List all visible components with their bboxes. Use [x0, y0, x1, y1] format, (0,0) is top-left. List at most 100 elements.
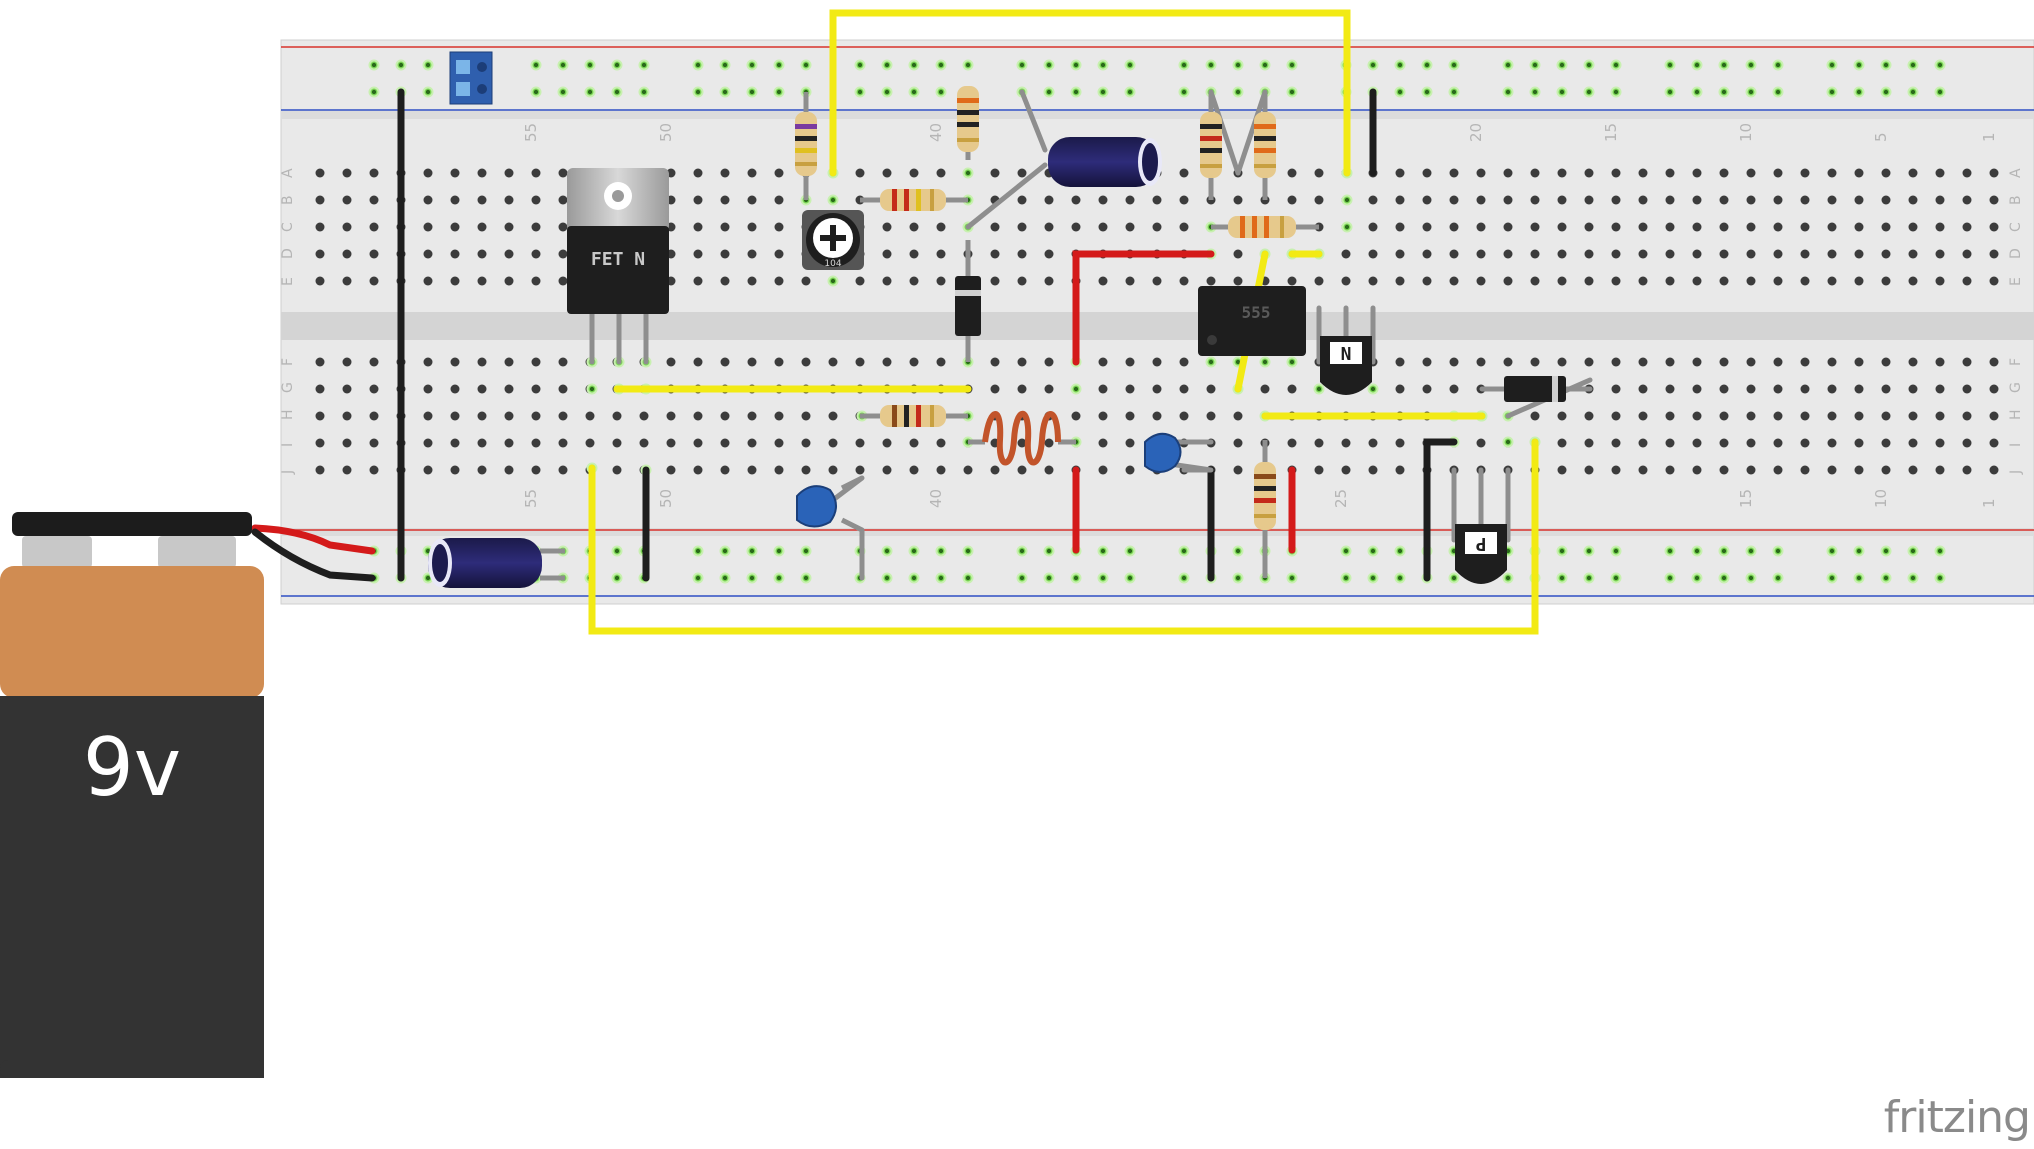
breadboard-hole[interactable] [990, 357, 1000, 367]
breadboard-hole[interactable] [450, 168, 460, 178]
breadboard-hole[interactable] [1017, 357, 1027, 367]
breadboard-hole[interactable] [801, 465, 811, 475]
breadboard-hole[interactable] [1341, 249, 1351, 259]
breadboard-hole[interactable] [801, 411, 811, 421]
breadboard-hole[interactable] [1530, 276, 1540, 286]
breadboard-hole[interactable] [1125, 438, 1135, 448]
breadboard-hole[interactable] [1206, 276, 1216, 286]
breadboard-hole[interactable] [1530, 195, 1540, 205]
breadboard-hole[interactable] [828, 411, 838, 421]
breadboard-hole[interactable] [639, 411, 649, 421]
breadboard-hole[interactable] [504, 411, 514, 421]
breadboard-hole[interactable] [423, 222, 433, 232]
breadboard-hole[interactable] [1179, 411, 1189, 421]
breadboard-hole[interactable] [1557, 249, 1567, 259]
breadboard-hole[interactable] [1773, 276, 1783, 286]
breadboard-hole[interactable] [855, 168, 865, 178]
breadboard-hole[interactable] [1530, 357, 1540, 367]
breadboard-hole[interactable] [1287, 195, 1297, 205]
breadboard-hole[interactable] [531, 222, 541, 232]
breadboard-hole[interactable] [1746, 357, 1756, 367]
breadboard-hole[interactable] [1611, 438, 1621, 448]
breadboard-hole[interactable] [1017, 438, 1027, 448]
resistor[interactable] [860, 405, 968, 427]
breadboard-hole[interactable] [1422, 249, 1432, 259]
breadboard-hole[interactable] [477, 222, 487, 232]
breadboard-hole[interactable] [1800, 222, 1810, 232]
breadboard-hole[interactable] [990, 384, 1000, 394]
breadboard-hole[interactable] [1152, 357, 1162, 367]
breadboard-hole[interactable] [1125, 465, 1135, 475]
breadboard-hole[interactable] [1611, 249, 1621, 259]
breadboard-hole[interactable] [612, 411, 622, 421]
breadboard-hole[interactable] [1017, 195, 1027, 205]
breadboard-hole[interactable] [1557, 195, 1567, 205]
breadboard-hole[interactable] [315, 465, 325, 475]
breadboard-hole[interactable] [1908, 465, 1918, 475]
breadboard-hole[interactable] [1935, 195, 1945, 205]
breadboard-hole[interactable] [1962, 384, 1972, 394]
breadboard-hole[interactable] [1692, 222, 1702, 232]
breadboard-hole[interactable] [1962, 357, 1972, 367]
resistor[interactable] [1200, 92, 1222, 200]
resistor[interactable] [1254, 440, 1276, 578]
breadboard-hole[interactable] [1908, 438, 1918, 448]
wire-yellow-bottom[interactable] [588, 438, 1539, 635]
breadboard-hole[interactable] [369, 438, 379, 448]
breadboard-hole[interactable] [423, 168, 433, 178]
breadboard-hole[interactable] [693, 222, 703, 232]
breadboard-hole[interactable] [1935, 249, 1945, 259]
breadboard-hole[interactable] [1368, 195, 1378, 205]
breadboard-hole[interactable] [1287, 168, 1297, 178]
breadboard-hole[interactable] [504, 168, 514, 178]
breadboard-hole[interactable] [1584, 411, 1594, 421]
breadboard-hole[interactable] [1827, 249, 1837, 259]
breadboard-hole[interactable] [558, 222, 568, 232]
breadboard-hole[interactable] [1287, 438, 1297, 448]
breadboard-hole[interactable] [1773, 411, 1783, 421]
breadboard-hole[interactable] [1935, 384, 1945, 394]
electrolytic-capacitor[interactable] [1048, 137, 1162, 187]
breadboard-hole[interactable] [1233, 438, 1243, 448]
breadboard-hole[interactable] [1665, 168, 1675, 178]
breadboard-hole[interactable] [1719, 195, 1729, 205]
breadboard-hole[interactable] [1638, 276, 1648, 286]
breadboard-hole[interactable] [1719, 222, 1729, 232]
breadboard-hole[interactable] [720, 249, 730, 259]
breadboard-hole[interactable] [936, 357, 946, 367]
breadboard-hole[interactable] [1800, 249, 1810, 259]
breadboard-hole[interactable] [774, 168, 784, 178]
breadboard-hole[interactable] [774, 465, 784, 475]
breadboard-hole[interactable] [1854, 384, 1864, 394]
breadboard-hole[interactable] [558, 168, 568, 178]
breadboard-hole[interactable] [1422, 222, 1432, 232]
breadboard-hole[interactable] [450, 195, 460, 205]
breadboard-hole[interactable] [774, 438, 784, 448]
breadboard-hole[interactable] [1017, 168, 1027, 178]
breadboard-hole[interactable] [1638, 438, 1648, 448]
breadboard-hole[interactable] [1881, 222, 1891, 232]
breadboard-hole[interactable] [1476, 276, 1486, 286]
breadboard-hole[interactable] [1854, 276, 1864, 286]
breadboard-hole[interactable] [963, 465, 973, 475]
ic-555[interactable]: 555 [1198, 286, 1306, 356]
breadboard-hole[interactable] [369, 357, 379, 367]
breadboard-hole[interactable] [1908, 222, 1918, 232]
breadboard-hole[interactable] [342, 222, 352, 232]
breadboard-hole[interactable] [666, 465, 676, 475]
breadboard-hole[interactable] [774, 249, 784, 259]
breadboard-hole[interactable] [666, 411, 676, 421]
breadboard-hole[interactable] [1935, 411, 1945, 421]
breadboard-hole[interactable] [531, 168, 541, 178]
breadboard-hole[interactable] [1395, 249, 1405, 259]
breadboard-hole[interactable] [1557, 168, 1567, 178]
breadboard-hole[interactable] [1962, 411, 1972, 421]
breadboard-hole[interactable] [1449, 249, 1459, 259]
breadboard-hole[interactable] [1179, 168, 1189, 178]
breadboard-hole[interactable] [1746, 276, 1756, 286]
breadboard-hole[interactable] [882, 222, 892, 232]
breadboard-hole[interactable] [1611, 357, 1621, 367]
breadboard-hole[interactable] [1827, 168, 1837, 178]
breadboard-hole[interactable] [1098, 438, 1108, 448]
breadboard-hole[interactable] [1584, 249, 1594, 259]
